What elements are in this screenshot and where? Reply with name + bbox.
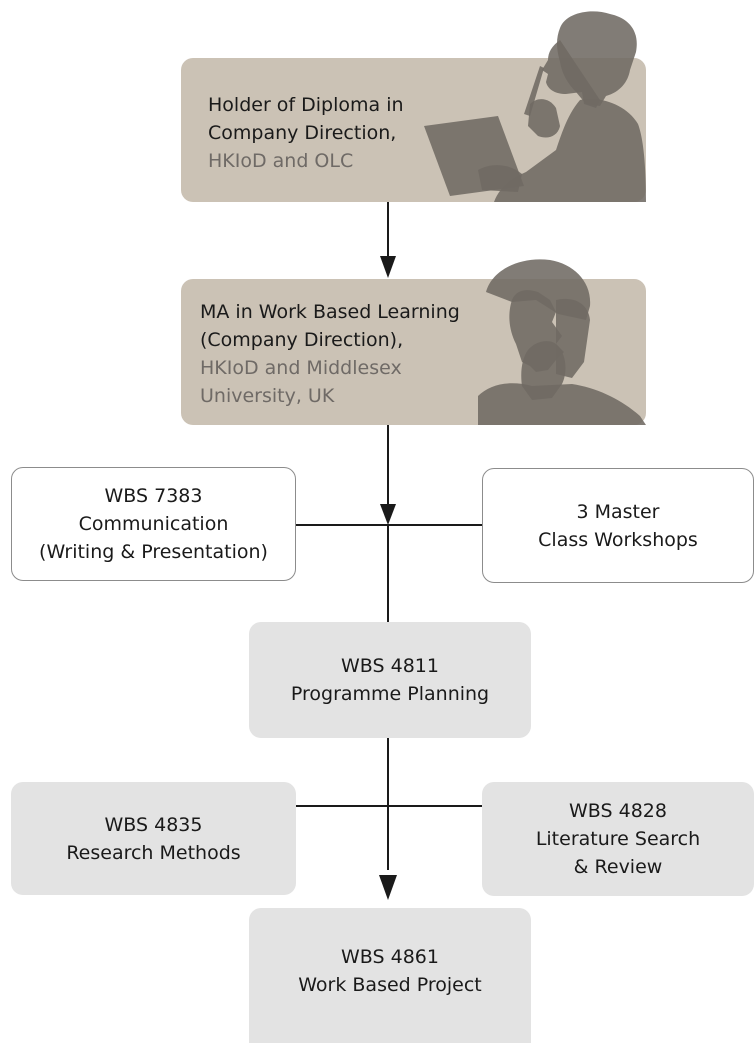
arrowhead-junction-1 bbox=[380, 504, 396, 525]
wbs7383-title-1: Communication bbox=[78, 513, 229, 535]
masterclass-node: 3 Master Class Workshops bbox=[482, 468, 754, 583]
wbs4835-code: WBS 4835 bbox=[104, 813, 203, 836]
wbs4861-title: Work Based Project bbox=[298, 973, 482, 996]
wbs7383-title-2: (Writing & Presentation) bbox=[39, 541, 268, 563]
masterclass-line-2: Class Workshops bbox=[538, 528, 698, 551]
masterclass-line-1: 3 Master bbox=[576, 500, 660, 523]
arrowhead-4861 bbox=[379, 875, 397, 900]
diploma-line-2: Company Direction, bbox=[208, 122, 397, 144]
wbs4835-title: Research Methods bbox=[66, 841, 241, 864]
wbs4811-title: Programme Planning bbox=[290, 683, 490, 705]
arrowhead-ma bbox=[380, 256, 396, 278]
ma-line-1: MA in Work Based Learning bbox=[200, 301, 460, 323]
wbs7383-node: WBS 7383 Communication (Writing & Presen… bbox=[11, 467, 296, 581]
wbs4835-node: WBS 4835 Research Methods bbox=[11, 782, 296, 895]
wbs4828-code: WBS 4828 bbox=[569, 800, 667, 822]
wbs4828-title-2: & Review bbox=[573, 856, 663, 878]
wbs7383-code: WBS 7383 bbox=[104, 485, 203, 507]
wbs4861-node: WBS 4861 Work Based Project bbox=[249, 908, 531, 1043]
wbs4828-title-1: Literature Search bbox=[535, 828, 701, 850]
wbs4811-code: WBS 4811 bbox=[341, 655, 439, 677]
diploma-line-1: Holder of Diploma in bbox=[208, 94, 404, 116]
wbs4811-node: WBS 4811 Programme Planning bbox=[249, 622, 531, 738]
ma-line-4: University, UK bbox=[200, 385, 335, 407]
ma-line-2: (Company Direction), bbox=[200, 329, 404, 351]
wbs4828-node: WBS 4828 Literature Search & Review bbox=[482, 782, 754, 896]
ma-node: MA in Work Based Learning (Company Direc… bbox=[181, 279, 646, 425]
ma-line-3: HKIoD and Middlesex bbox=[200, 357, 402, 379]
wbs4861-code: WBS 4861 bbox=[341, 945, 439, 968]
diploma-line-3: HKIoD and OLC bbox=[208, 150, 354, 172]
